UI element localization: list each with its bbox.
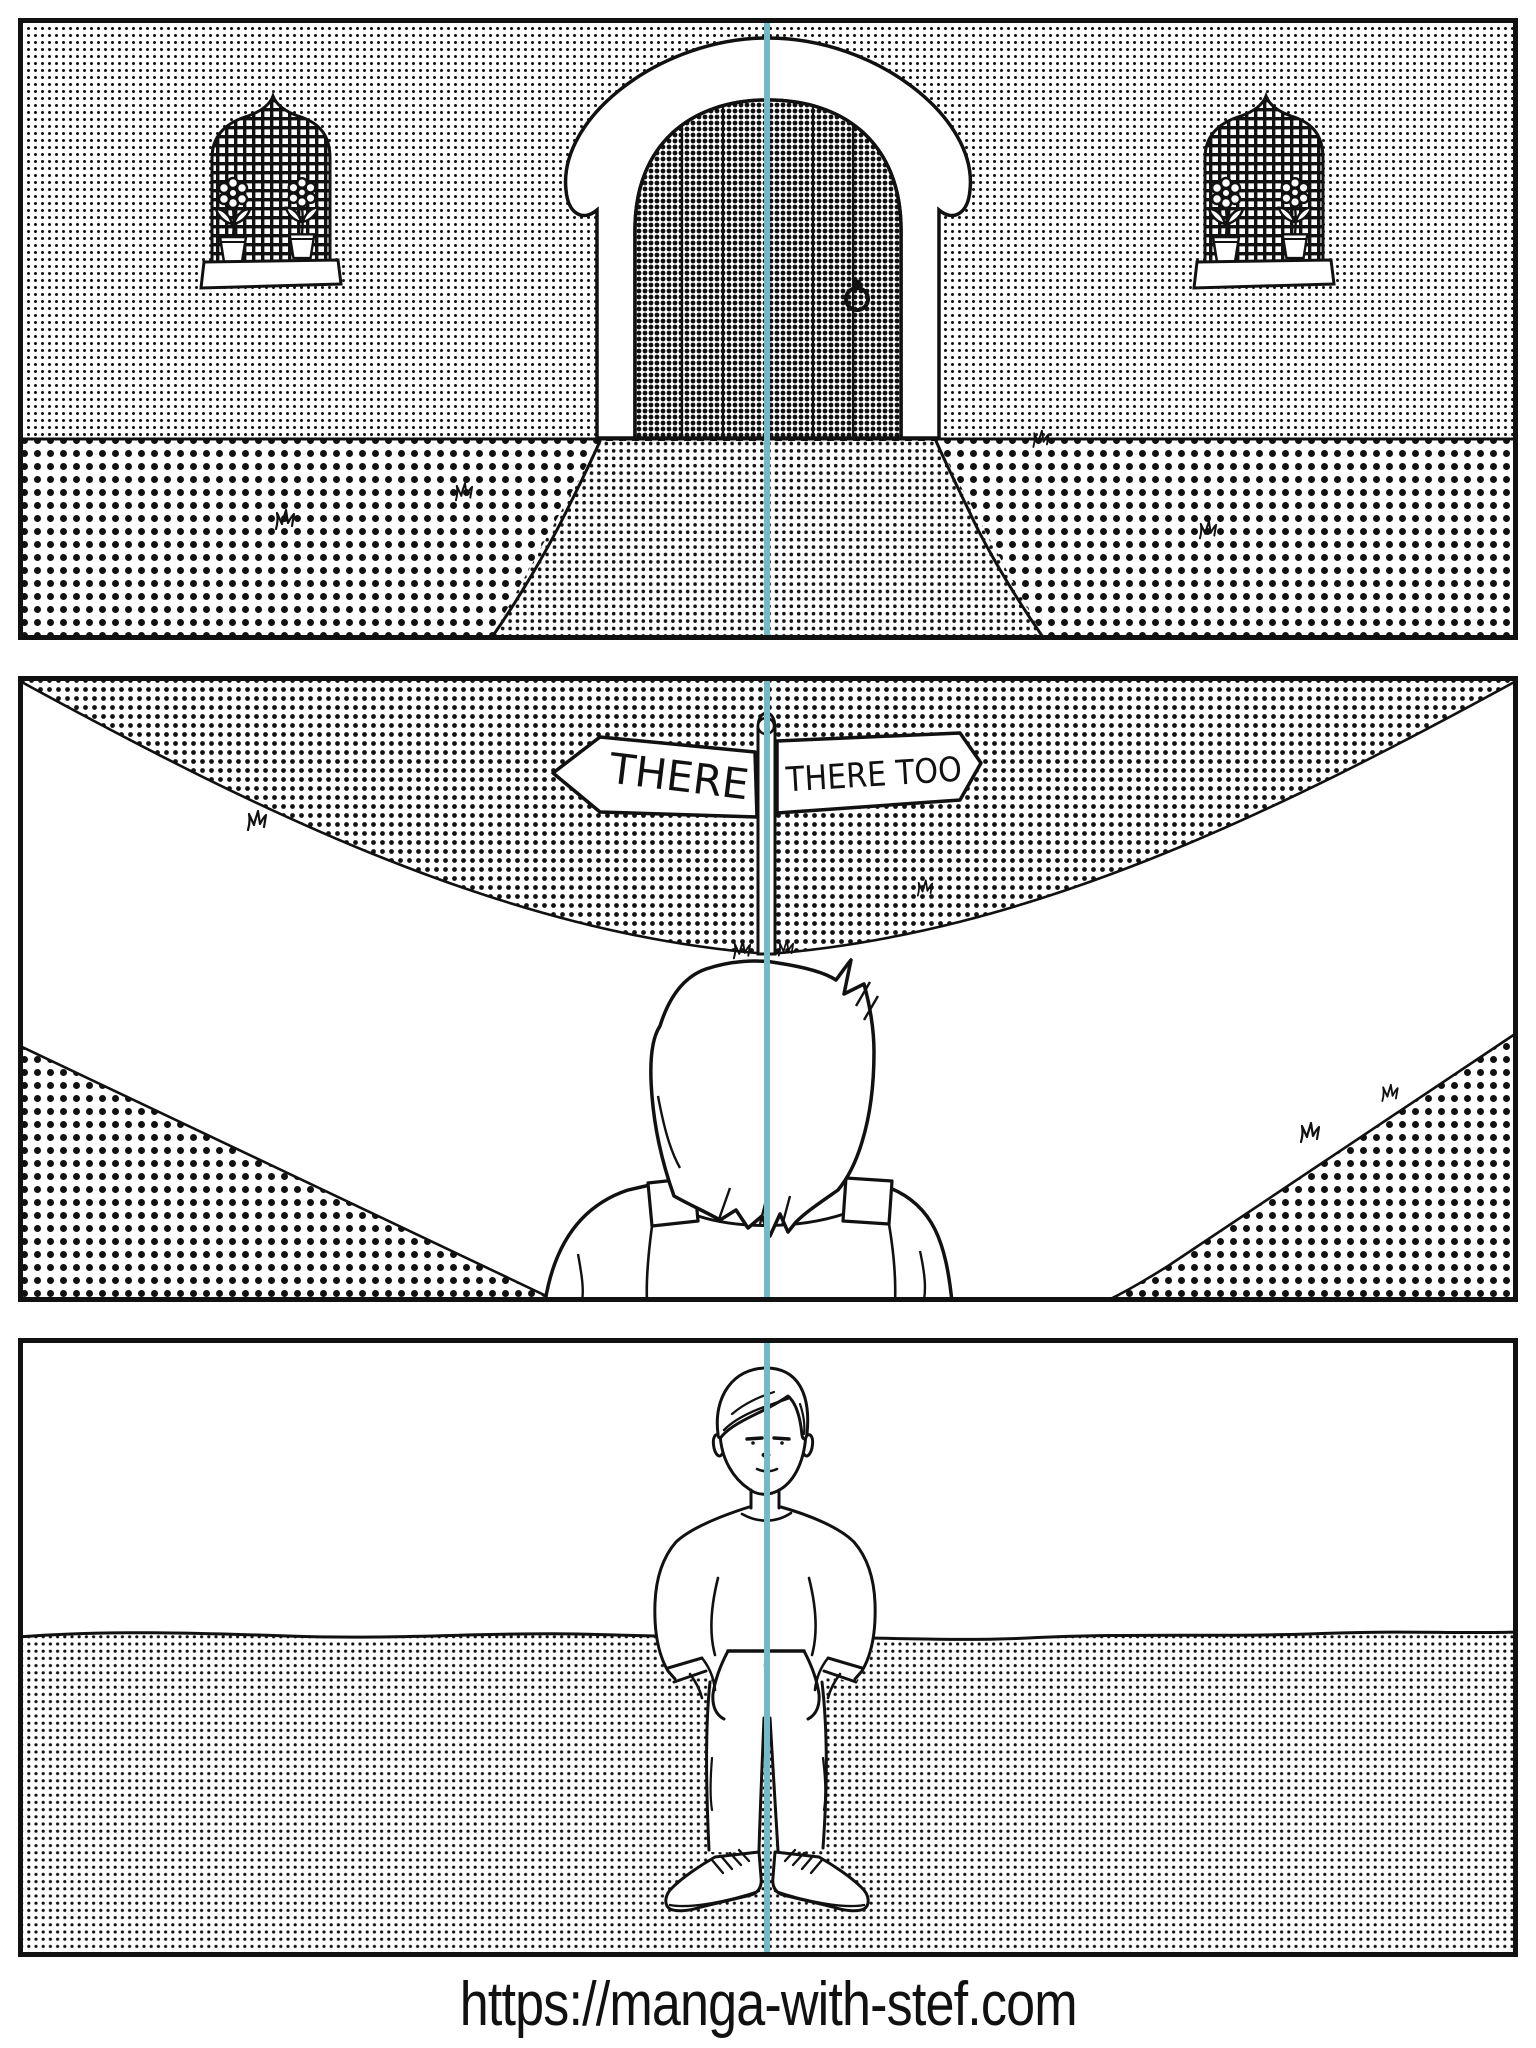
bangs-sweep <box>722 1396 792 1432</box>
arm-left-inner <box>710 1576 720 1657</box>
panel-1-art <box>18 18 1518 640</box>
sign-arrow-right <box>775 731 983 815</box>
arm-crease-right <box>918 1250 927 1301</box>
panel-2-signpost-scene: THERE THERE TOO <box>18 676 1518 1302</box>
sign-arrow-left <box>551 735 759 819</box>
leg-right-inner <box>768 1716 780 1853</box>
boy-back-hair <box>649 958 876 1238</box>
pant-crease-left <box>709 1756 714 1812</box>
panel-border <box>18 18 1518 640</box>
sole-right <box>773 1889 866 1908</box>
hair-strand <box>730 1390 776 1416</box>
ear-left <box>711 1433 724 1458</box>
hair-strand <box>798 1402 806 1436</box>
panel-1-door-scene <box>18 18 1518 640</box>
arm-right-inner <box>807 1576 817 1657</box>
footer: https://manga-with-stef.com <box>0 1966 1536 2042</box>
pocket-right <box>802 1649 821 1721</box>
center-guide-line <box>764 22 770 636</box>
pant-crease-right <box>821 1756 827 1812</box>
center-guide-line <box>764 680 770 1298</box>
pupil-right <box>780 1441 784 1445</box>
panel-3-art <box>18 1338 1518 1957</box>
near-grass-right <box>1104 1032 1518 1302</box>
hair-strand <box>656 1095 682 1169</box>
shoulder-strap-right <box>841 1176 894 1226</box>
panel-2-art: THERE THERE TOO <box>18 676 1518 1302</box>
leg-left-outer <box>705 1680 712 1852</box>
pocket-left <box>711 1649 730 1721</box>
pupil-left <box>751 1441 755 1445</box>
panel-border <box>18 676 1518 1302</box>
path-edge-right <box>934 439 1047 640</box>
leg-right-outer <box>820 1680 828 1850</box>
hand-right <box>813 1656 842 1700</box>
eyes <box>745 1436 791 1441</box>
door-ring-handle <box>844 286 870 312</box>
laces-left <box>710 1848 751 1875</box>
panel-3-boy-scene <box>18 1338 1518 1957</box>
cuff-right <box>822 1656 864 1684</box>
arm-left-outer <box>653 1505 751 1681</box>
hair-spike-marks <box>854 981 880 1021</box>
ear-right <box>802 1433 815 1458</box>
sole-left <box>668 1889 761 1908</box>
panel-border <box>18 1338 1518 1957</box>
center-guide-line <box>764 1342 770 1953</box>
arm-right-outer <box>779 1505 877 1681</box>
leg-left-inner <box>757 1716 766 1853</box>
neck <box>749 1488 781 1510</box>
path-edge-left <box>488 439 602 640</box>
boy-front <box>653 1366 877 1913</box>
cuff-left <box>666 1656 708 1684</box>
boy-hair <box>715 1366 810 1441</box>
site-url: https://manga-with-stef.com <box>459 1969 1078 2039</box>
laces-right <box>783 1848 824 1875</box>
